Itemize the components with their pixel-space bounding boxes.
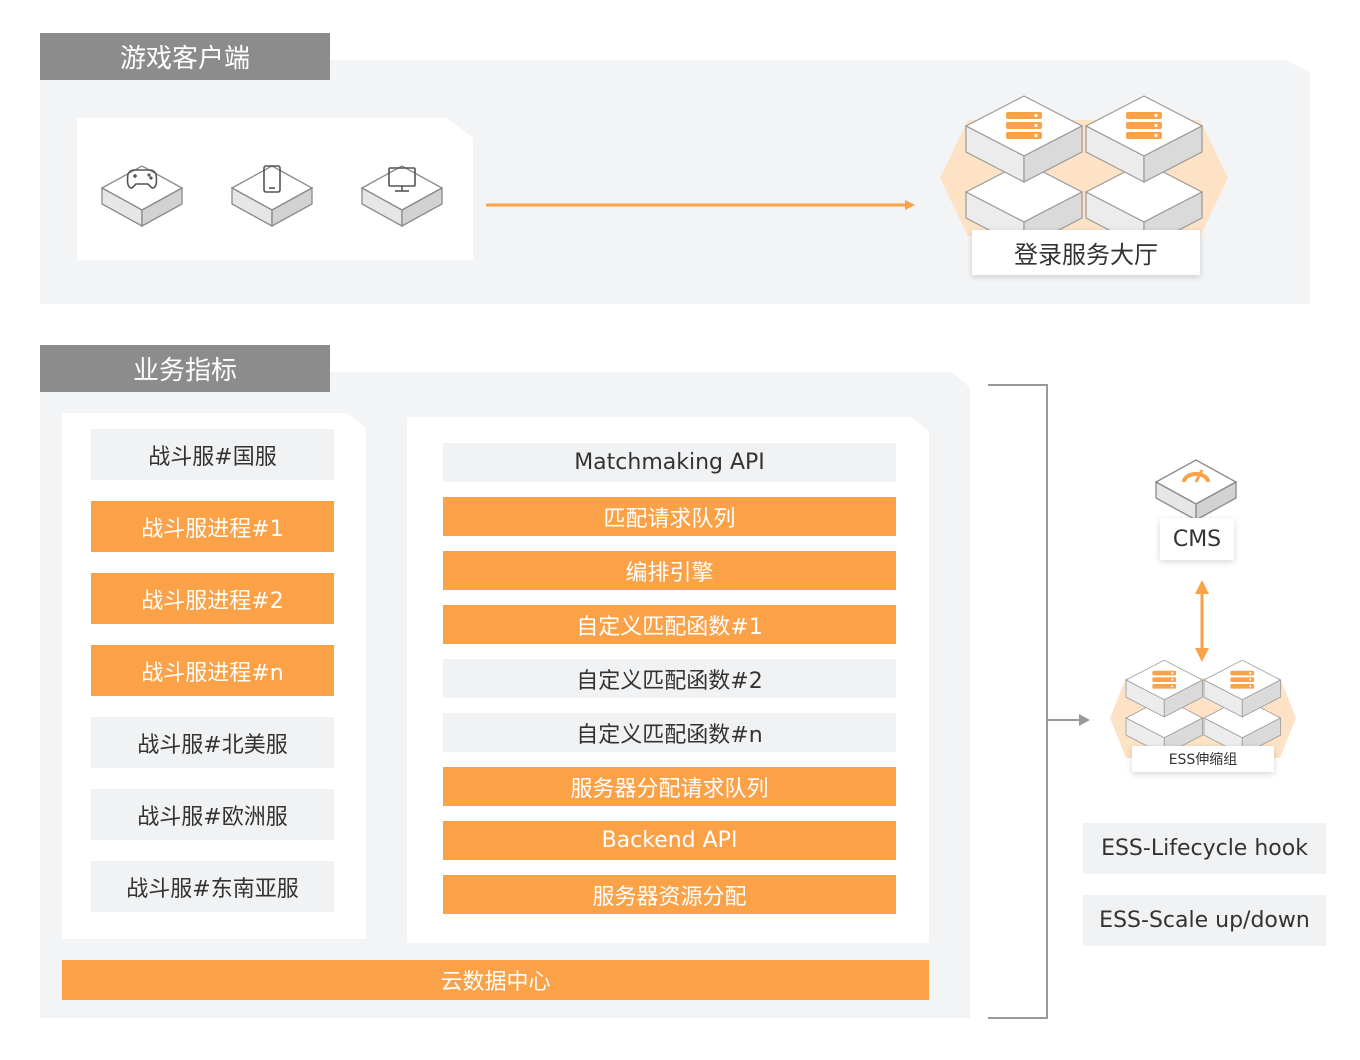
server-cluster-icon [940,95,1228,249]
battle-server-item: 战斗服#东南亚服 [91,861,334,912]
ess-feature-item: ESS-Lifecycle hook [1083,823,1326,874]
matchmaking-item: 编排引擎 [443,551,896,590]
gamepad-icon [101,165,183,227]
matchmaking-item: 服务器分配请求队列 [443,767,896,806]
matchmaking-item: 服务器资源分配 [443,875,896,914]
cms-label: CMS [1160,518,1234,560]
mobile-phone-icon [231,165,313,227]
battle-server-item: 战斗服进程#n [91,645,334,696]
battle-server-item: 战斗服#北美服 [91,717,334,768]
matchmaking-item: 自定义匹配函数#1 [443,605,896,644]
cloud-datacenter-bar: 云数据中心 [62,960,929,1000]
matchmaking-item: 匹配请求队列 [443,497,896,536]
login-hall-label: 登录服务大厅 [972,230,1200,275]
matchmaking-item: Backend API [443,821,896,860]
matchmaking-item: 自定义匹配函数#2 [443,659,896,698]
battle-server-item: 战斗服#国服 [91,429,334,480]
metrics-section-title: 业务指标 [40,345,330,392]
ess-group-label: ESS伸缩组 [1132,746,1274,772]
metrics-bracket [988,384,1048,1019]
battle-server-item: 战斗服进程#2 [91,573,334,624]
ess-server-cluster-icon [1110,659,1296,758]
gauge-icon [1154,459,1238,522]
monitor-icon [361,165,443,227]
battle-server-item: 战斗服#欧洲服 [91,789,334,840]
matchmaking-item: Matchmaking API [443,443,896,482]
ess-feature-item: ESS-Scale up/down [1083,895,1326,946]
client-section-title: 游戏客户端 [40,33,330,80]
matchmaking-item: 自定义匹配函数#n [443,713,896,752]
battle-server-item: 战斗服进程#1 [91,501,334,552]
